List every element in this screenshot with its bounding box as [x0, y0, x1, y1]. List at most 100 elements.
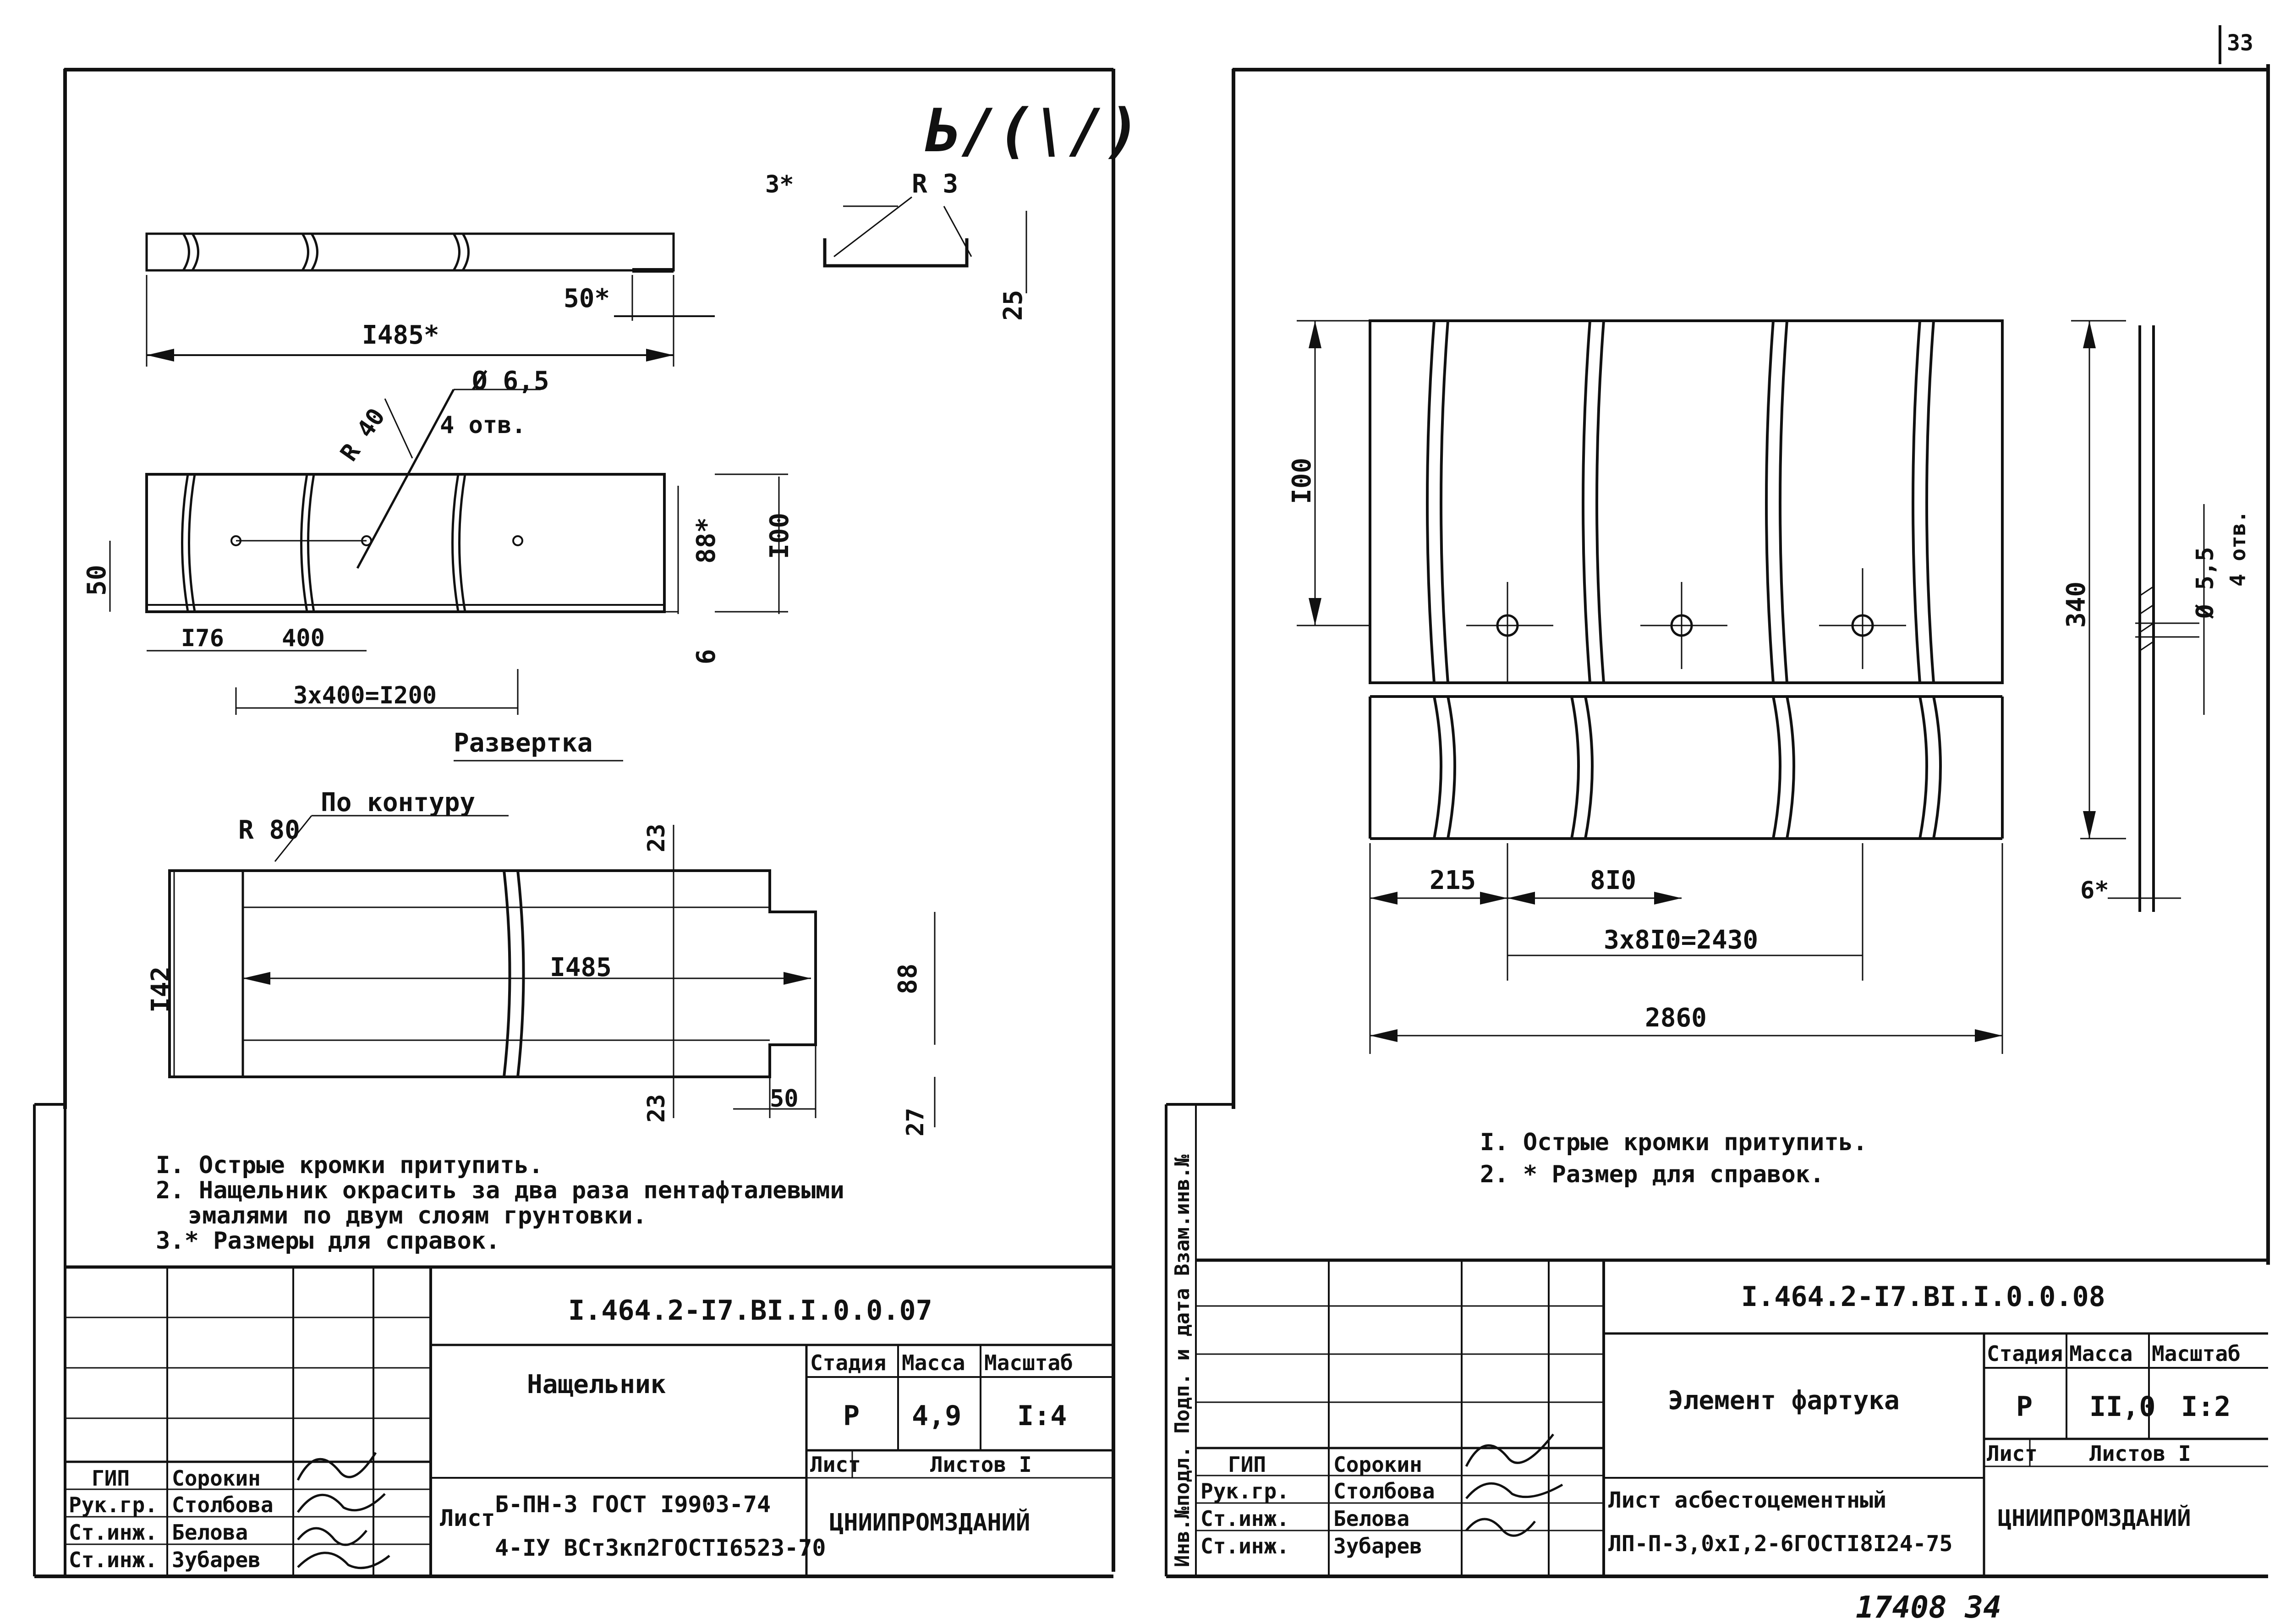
left-contour-view: [168, 815, 936, 1127]
left-note-1: I. Острые кромки притупить.: [156, 1152, 543, 1179]
dim-right-6: 6*: [2080, 877, 2109, 904]
left-role-2: Рук.гр.: [69, 1492, 158, 1517]
dim-width-88: 88*: [691, 517, 721, 564]
right-header-scale: Масштаб: [2152, 1341, 2241, 1366]
left-doc-code: I.464.2-I7.BI.I.0.0.07: [568, 1295, 932, 1327]
dim-right-810: 8I0: [1590, 866, 1636, 895]
dim-width-50: 50: [82, 565, 112, 596]
right-panel-drawing: [1297, 319, 2004, 1054]
left-header-scale: Масштаб: [984, 1350, 1073, 1375]
archive-number: 17408 34: [1856, 1590, 2001, 1624]
contour-note: По контуру: [321, 788, 475, 817]
left-role-4: Ст.инж.: [69, 1547, 158, 1572]
dim-hole-diameter: Ø 6,5: [471, 366, 549, 396]
dim-notch-23-top: 23: [643, 823, 670, 852]
left-role-1: ГИП: [92, 1466, 130, 1491]
dim-contour-88: 88: [893, 964, 923, 994]
dim-right-hole-diameter: Ø 5,5: [2192, 547, 2219, 619]
left-development-view: [109, 389, 788, 762]
right-side-stamp: Инв.№подл. Подп. и дата Взам.инв.№: [1171, 1154, 1194, 1567]
right-note-1: I. Острые кромки притупить.: [1480, 1129, 1867, 1156]
right-signatures: [1465, 1433, 1563, 1537]
right-stage-value: Р: [2016, 1391, 2033, 1423]
right-material-1: Лист асбестоцементный: [1608, 1487, 1886, 1513]
left-material-1: Б-ПН-3 ГОСТ I9903-74: [495, 1491, 771, 1518]
dim-right-2430: 3x8I0=2430: [1604, 925, 1758, 955]
left-name-2: Столбова: [172, 1492, 274, 1517]
dim-contour-50: 50: [770, 1085, 799, 1113]
right-side-section: [2071, 320, 2205, 912]
dim-pitch-400: 400: [282, 625, 325, 652]
right-name-2: Столбова: [1333, 1479, 1435, 1503]
left-sheet-frame: [33, 68, 1115, 1578]
dim-profile-r: R 3: [912, 169, 958, 199]
right-header-mass: Масса: [2069, 1341, 2132, 1366]
left-name-3: Белова: [172, 1520, 248, 1545]
left-profile-section: [823, 196, 1027, 293]
right-header-stage: Стадия: [1987, 1341, 2063, 1366]
left-sheets-count: Листов I: [930, 1452, 1032, 1477]
dim-right-215: 215: [1430, 866, 1476, 895]
left-signatures: [296, 1452, 390, 1569]
dim-bend-radius: R 40: [335, 403, 390, 466]
dim-offset-176: I76: [181, 625, 224, 652]
left-title-block: [65, 1265, 1113, 1576]
dim-width-100: I00: [765, 513, 795, 559]
dim-right-2860: 2860: [1645, 1003, 1707, 1033]
right-name-4: Зубарев: [1333, 1534, 1422, 1558]
right-name-1: Сорокин: [1333, 1452, 1422, 1477]
left-notes: I. Острые кромки притупить. 2. Нащельник…: [156, 1152, 844, 1255]
left-role-3: Ст.инж.: [69, 1520, 158, 1545]
dim-notch-23-bottom: 23: [643, 1094, 670, 1123]
page-number: 33: [2227, 30, 2253, 56]
right-material-2: ЛП-П-3,0xI,2-6ГОСТI8I24-75: [1608, 1531, 1952, 1557]
left-name-1: Сорокин: [172, 1466, 261, 1491]
right-role-4: Ст.инж.: [1200, 1534, 1289, 1558]
right-part-name: Элемент фартука: [1668, 1386, 1900, 1416]
dim-total-1200: 3x400=I200: [293, 682, 437, 709]
dim-contour-length: I485: [550, 953, 612, 982]
left-stage-value: Р: [843, 1400, 860, 1432]
left-material-2: 4-IУ ВСт3кп2ГОСТI6523-70: [495, 1535, 826, 1561]
right-note-2: 2. * Размер для справок.: [1480, 1161, 1824, 1188]
right-name-3: Белова: [1333, 1506, 1409, 1531]
dim-profile-height: 25: [998, 290, 1028, 321]
left-name-4: Зубарев: [172, 1547, 261, 1572]
right-title-block: [1196, 1258, 2268, 1576]
right-sheet-frame: [1165, 64, 2270, 1578]
right-mass-value: II,0: [2089, 1391, 2156, 1423]
dim-right-hole-count: 4 отв.: [2225, 510, 2250, 587]
development-caption: Развертка: [454, 728, 592, 758]
dim-radius-80: R 80: [238, 815, 300, 845]
right-doc-code: I.464.2-I7.BI.I.0.0.08: [1741, 1281, 2105, 1313]
right-sheet-label: Лист: [1987, 1441, 2038, 1466]
right-organization: ЦНИИПРОМЗДАНИЙ: [1998, 1504, 2191, 1531]
left-note-2: 2. Нащельник окрасить за два раза пентаф…: [156, 1177, 844, 1204]
dim-width-6: 6: [691, 649, 721, 664]
right-role-2: Рук.гр.: [1200, 1479, 1289, 1503]
handwritten-mark: Ь/(\/): [925, 96, 1141, 165]
right-scale-value: I:2: [2181, 1391, 2231, 1423]
left-part-name: Нащельник: [527, 1370, 666, 1399]
right-role-3: Ст.инж.: [1200, 1506, 1289, 1531]
left-organization: ЦНИИПРОМЗДАНИЙ: [829, 1509, 1030, 1536]
right-role-1: ГИП: [1228, 1452, 1266, 1477]
dim-end-50: 50*: [564, 284, 610, 313]
left-header-mass: Масса: [902, 1350, 965, 1375]
dim-right-340: 340: [2061, 582, 2091, 628]
left-top-strip: [145, 232, 715, 367]
dim-profile-lip: 3*: [765, 171, 794, 198]
left-header-stage: Стадия: [810, 1350, 886, 1375]
dim-contour-27: 27: [902, 1108, 929, 1136]
left-material-prefix: Лист: [440, 1505, 495, 1531]
left-note-2-cont: эмалями по двум слоям грунтовки.: [188, 1202, 647, 1229]
left-note-3: 3.* Размеры для справок.: [156, 1227, 500, 1255]
dim-right-100: I00: [1287, 458, 1317, 504]
left-mass-value: 4,9: [912, 1400, 961, 1432]
dim-contour-142: I42: [146, 966, 176, 1013]
dim-top-length: I485*: [362, 320, 439, 350]
left-scale-value: I:4: [1017, 1400, 1067, 1432]
dim-hole-count: 4 отв.: [440, 411, 526, 439]
right-sheets-count: Листов I: [2089, 1441, 2191, 1466]
